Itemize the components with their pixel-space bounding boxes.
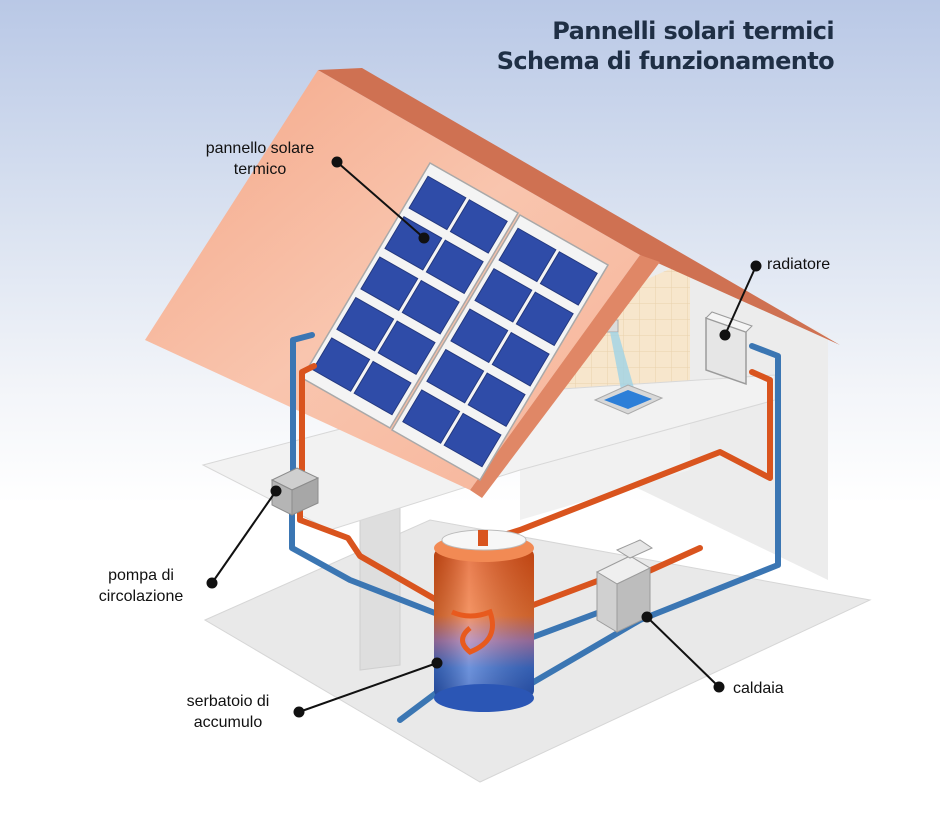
- shower-water: [610, 332, 636, 395]
- leader-pump: [211, 490, 277, 584]
- cold-water-inlet: [397, 687, 443, 723]
- label-boiler: caldaia: [733, 680, 784, 697]
- dot-boiler: [641, 611, 653, 623]
- dot-tank: [293, 706, 305, 718]
- solar-panel-cell: [450, 308, 509, 364]
- solar-panel-cell: [515, 291, 574, 347]
- solar-panel-cell: [491, 331, 550, 387]
- solar-panel-cell: [402, 389, 461, 444]
- leader-tank: [298, 662, 438, 713]
- dot-radiator: [750, 260, 762, 272]
- solar-panel-cell: [336, 296, 395, 352]
- cold-pipe-radiator-return: [517, 343, 781, 693]
- dot-solar-panel: [331, 156, 343, 168]
- solar-panel-cell: [498, 227, 557, 283]
- solar-panel-array: [300, 161, 610, 482]
- title-line-2: Schema di funzionamento: [496, 47, 835, 75]
- solar-panel-cell: [360, 256, 419, 312]
- solar-panel-cell: [408, 175, 467, 231]
- label-pump-line-1: pompa di: [108, 567, 174, 584]
- cold-pipe-tank-boiler: [522, 609, 603, 643]
- label-tank-line-1: serbatoio di: [186, 693, 270, 710]
- roof-edge-right: [318, 68, 840, 345]
- label-tank-line-2: accumulo: [193, 714, 263, 731]
- solar-panel-cell: [474, 267, 533, 323]
- roof-edge-front: [470, 255, 660, 498]
- solar-panel-cell: [353, 360, 412, 416]
- ground-floor: [203, 519, 872, 783]
- diagram-title: Pannelli solari termici Schema di funzio…: [496, 16, 835, 76]
- label-solar-panel-line-1: pannello solare: [205, 140, 315, 157]
- label-solar-panel-line-2: termico: [233, 161, 287, 178]
- solar-panel-cell: [312, 337, 371, 392]
- solar-panel-cell: [539, 251, 598, 306]
- label-pump-line-2: circolazione: [98, 588, 184, 605]
- dot-pump: [206, 577, 218, 589]
- solar-panel-cell: [449, 199, 508, 254]
- label-tank: serbatoio di accumulo: [168, 691, 288, 733]
- solar-panel-cell: [384, 215, 443, 271]
- hot-pipe-collector-flow: [299, 363, 317, 473]
- solar-panel-cell: [443, 412, 502, 468]
- label-leaders: [206, 156, 762, 718]
- leader-radiator: [724, 265, 757, 336]
- label-radiator: radiatore: [767, 256, 831, 273]
- leader-boiler: [646, 616, 720, 688]
- solar-panel-cell: [467, 372, 526, 428]
- solar-panel-cell: [401, 279, 460, 335]
- label-pump: pompa di circolazione: [86, 565, 196, 607]
- cold-pipe-collector-return: [290, 332, 315, 473]
- solar-panel-cell: [377, 320, 436, 376]
- solar-panel-cell: [425, 239, 484, 295]
- storage-tank: [434, 529, 534, 712]
- title-line-1: Pannelli solari termici: [552, 17, 834, 45]
- label-solar-panel: pannello solare termico: [180, 138, 340, 180]
- leader-solar-panel: [336, 161, 425, 239]
- solar-panel-cell: [426, 348, 485, 404]
